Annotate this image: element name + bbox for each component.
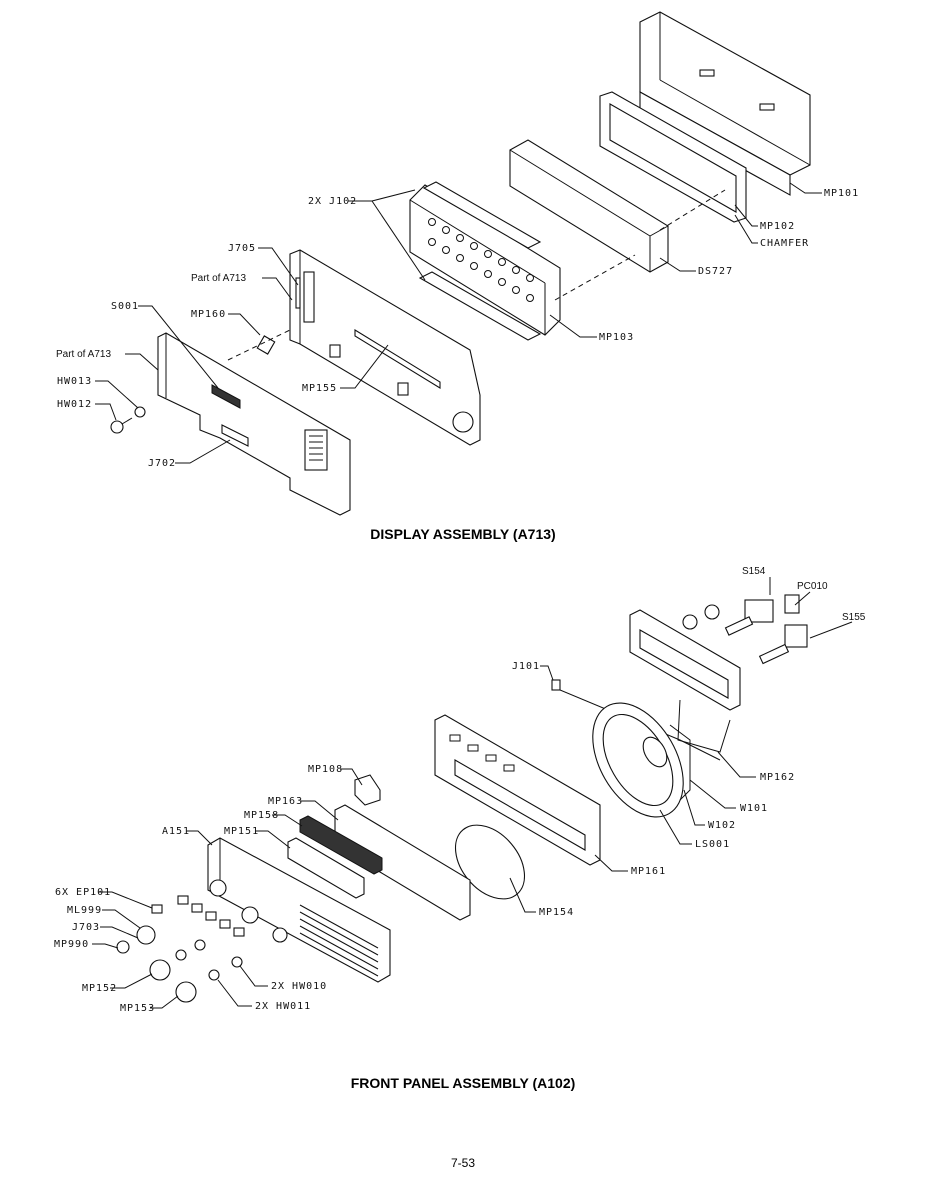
label-s154: S154 bbox=[742, 566, 766, 577]
label-mp153: MP153 bbox=[120, 1003, 155, 1014]
label-mp101: MP101 bbox=[824, 188, 859, 199]
part-nut-2 bbox=[704, 604, 720, 620]
label-hw012: HW012 bbox=[57, 399, 92, 410]
label-w102: W102 bbox=[708, 820, 736, 831]
page-number: 7-53 bbox=[451, 1156, 475, 1170]
display-leader-lines bbox=[95, 182, 822, 464]
part-j101 bbox=[551, 679, 561, 691]
label-mp102: MP102 bbox=[760, 221, 795, 232]
label-mp108: MP108 bbox=[308, 764, 343, 775]
part-s155-switch bbox=[758, 624, 808, 665]
label-ml999: ML999 bbox=[67, 905, 102, 916]
part-hw012-screw bbox=[110, 420, 124, 434]
part-a713-lower-board bbox=[157, 332, 351, 516]
part-mp152-knob bbox=[149, 959, 171, 981]
label-mp103: MP103 bbox=[599, 332, 634, 343]
part-j102-strip-lower bbox=[418, 271, 542, 341]
part-mp161-frame bbox=[434, 714, 601, 866]
label-j705: J705 bbox=[228, 243, 256, 254]
display-assembly-title: DISPLAY ASSEMBLY (A713) bbox=[370, 526, 555, 542]
part-a713-upper-board bbox=[289, 249, 481, 446]
label-mp158: MP158 bbox=[244, 810, 279, 821]
part-hw013-washer bbox=[134, 406, 146, 418]
part-ls001-speaker bbox=[592, 702, 691, 818]
label-ep101: 6X EP101 bbox=[55, 887, 111, 898]
part-hw010 bbox=[231, 956, 243, 968]
label-hw013: HW013 bbox=[57, 376, 92, 387]
label-mp162: MP162 bbox=[760, 772, 795, 783]
part-washer bbox=[194, 939, 206, 951]
label-chamfer: CHAMFER bbox=[760, 238, 809, 249]
part-mp990 bbox=[116, 940, 130, 954]
part-ep101-keys bbox=[151, 895, 245, 937]
label-mp990: MP990 bbox=[54, 939, 89, 950]
part-mp101-bracket bbox=[639, 11, 811, 196]
label-j702: J702 bbox=[148, 458, 176, 469]
label-mp155: MP155 bbox=[302, 383, 337, 394]
part-s154-switch bbox=[724, 599, 774, 636]
label-j703: J703 bbox=[72, 922, 100, 933]
part-j703-ml999 bbox=[136, 925, 156, 945]
part-mp153-knob bbox=[175, 981, 197, 1003]
front-panel-assembly-drawing: S154 PC010 S155 J101 MP108 MP162 W101 MP… bbox=[54, 566, 866, 1091]
part-mp108-clip bbox=[354, 774, 381, 806]
part-a151-front-panel bbox=[207, 837, 391, 983]
label-j102: 2X J102 bbox=[308, 196, 357, 207]
label-j101: J101 bbox=[512, 661, 540, 672]
label-a151: A151 bbox=[162, 826, 190, 837]
part-hw011 bbox=[208, 969, 220, 981]
label-ds727: DS727 bbox=[698, 266, 733, 277]
label-mp154: MP154 bbox=[539, 907, 574, 918]
label-mp151: MP151 bbox=[224, 826, 259, 837]
part-nut bbox=[682, 614, 698, 630]
front-panel-assembly-title: FRONT PANEL ASSEMBLY (A102) bbox=[351, 1075, 576, 1091]
label-part-of-a713-lower: Part of A713 bbox=[56, 349, 111, 360]
label-mp160: MP160 bbox=[191, 309, 226, 320]
part-mp162-wire bbox=[677, 699, 731, 753]
part-j102-strip-upper bbox=[422, 181, 542, 249]
part-ds727-display bbox=[509, 139, 669, 273]
label-mp152: MP152 bbox=[82, 983, 117, 994]
label-pc010: PC010 bbox=[797, 581, 828, 592]
label-mp161: MP161 bbox=[631, 866, 666, 877]
label-part-of-a713-upper: Part of A713 bbox=[191, 273, 246, 284]
part-mp158-lens bbox=[299, 815, 383, 875]
part-mp103-holder bbox=[409, 184, 561, 336]
label-s001: S001 bbox=[111, 301, 139, 312]
label-s155: S155 bbox=[842, 612, 866, 623]
part-mp160-standoff bbox=[256, 335, 276, 355]
part-display-board bbox=[629, 609, 741, 711]
part-mp151-window bbox=[287, 837, 365, 899]
front-panel-leader-lines bbox=[92, 577, 853, 1009]
label-mp163: MP163 bbox=[268, 796, 303, 807]
part-mp102-gasket bbox=[599, 91, 747, 223]
part-nut-3 bbox=[175, 949, 187, 961]
display-assembly-drawing: MP101 MP102 CHAMFER DS727 MP103 2X J102 … bbox=[56, 11, 859, 542]
label-hw010: 2X HW010 bbox=[271, 981, 327, 992]
label-hw011: 2X HW011 bbox=[255, 1001, 311, 1012]
label-w101: W101 bbox=[740, 803, 768, 814]
label-ls001: LS001 bbox=[695, 839, 730, 850]
part-pc010 bbox=[784, 594, 800, 614]
